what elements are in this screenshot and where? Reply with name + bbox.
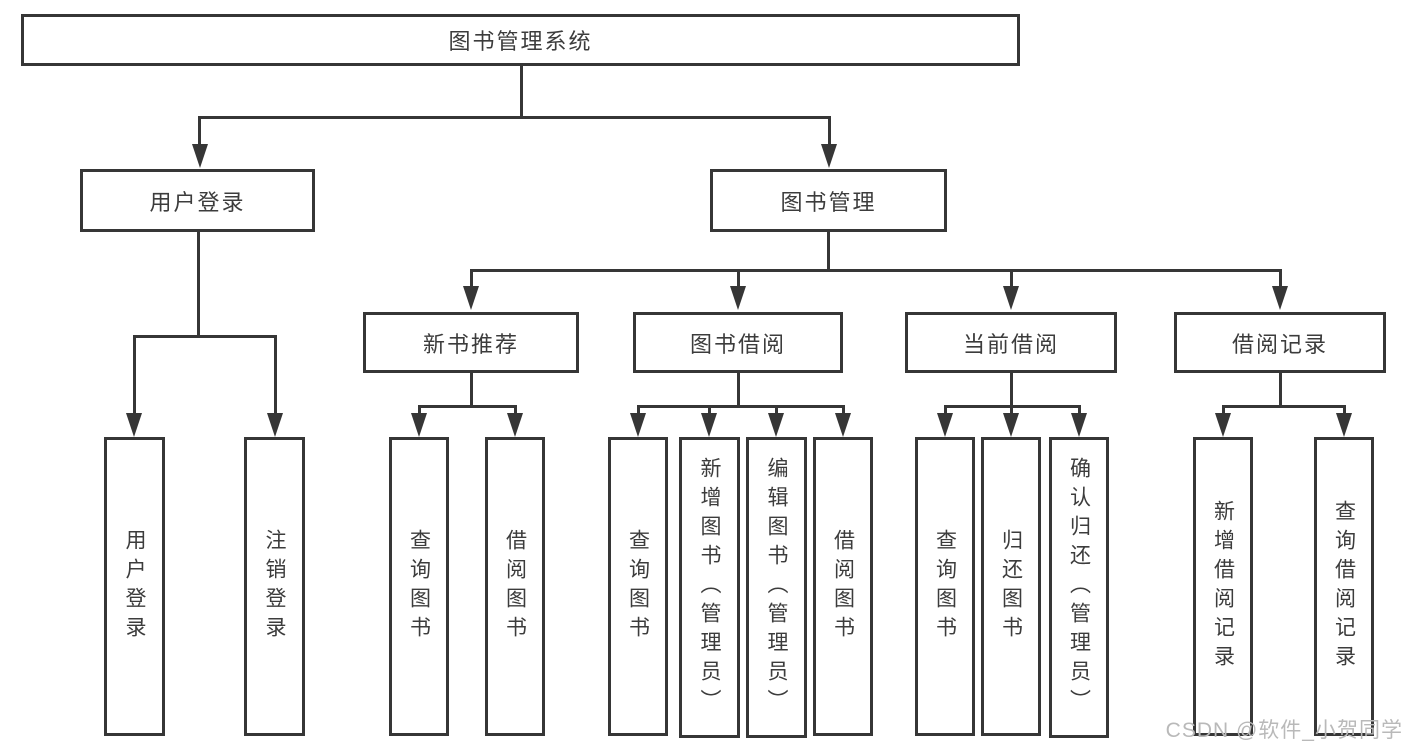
arrow-down-icon bbox=[1336, 413, 1352, 437]
connector-line bbox=[827, 230, 830, 271]
csdn-watermark: CSDN @软件_小贺同学 bbox=[1165, 719, 1403, 742]
arrow-down-icon bbox=[126, 413, 142, 437]
node-book-management-label: 图书管理 bbox=[780, 189, 877, 215]
connector-line bbox=[418, 405, 421, 417]
leaf-bb-edit-books-admin: 编辑图书（管理员） bbox=[746, 437, 807, 738]
node-user-login-label: 用户登录 bbox=[149, 189, 246, 215]
leaf-bb-borrow-books-label: 借阅图书 bbox=[831, 528, 855, 645]
arrow-down-icon bbox=[411, 413, 427, 437]
node-book-management: 图书管理 bbox=[710, 169, 947, 232]
connector-line bbox=[637, 405, 845, 408]
connector-line bbox=[1222, 405, 1225, 417]
leaf-cb-query-books-label: 查询图书 bbox=[933, 528, 957, 645]
node-root-label: 图书管理系统 bbox=[448, 29, 593, 54]
connector-line bbox=[198, 116, 831, 119]
arrow-down-icon bbox=[821, 144, 837, 168]
leaf-user-login: 用户登录 bbox=[104, 437, 165, 736]
leaf-logout: 注销登录 bbox=[244, 437, 305, 736]
leaf-bb-add-books-admin-label: 新增图书（管理员） bbox=[698, 457, 721, 718]
leaf-br-add-record: 新增借阅记录 bbox=[1193, 437, 1253, 736]
leaf-cb-return-books-label: 归还图书 bbox=[999, 528, 1023, 645]
connector-line bbox=[197, 230, 200, 337]
connector-line bbox=[737, 371, 740, 408]
connector-line bbox=[737, 269, 740, 288]
leaf-cb-query-books: 查询图书 bbox=[915, 437, 975, 736]
connector-line bbox=[842, 405, 845, 417]
connector-line bbox=[198, 116, 201, 148]
leaf-bb-query-books-label: 查询图书 bbox=[626, 528, 650, 645]
connector-line bbox=[274, 335, 277, 415]
leaf-cb-confirm-return-admin-label: 确认归还（管理员） bbox=[1067, 457, 1091, 718]
arrow-down-icon bbox=[192, 144, 208, 168]
arrow-down-icon bbox=[463, 286, 479, 310]
leaf-bb-edit-books-admin-label: 编辑图书（管理员） bbox=[765, 457, 788, 718]
arrow-down-icon bbox=[1003, 413, 1019, 437]
node-current-borrowing: 当前借阅 bbox=[905, 312, 1117, 373]
arrow-down-icon bbox=[1215, 413, 1231, 437]
leaf-nb-query-books-label: 查询图书 bbox=[407, 528, 431, 645]
node-borrowing-records: 借阅记录 bbox=[1174, 312, 1386, 373]
arrow-down-icon bbox=[1003, 286, 1019, 310]
leaf-bb-add-books-admin: 新增图书（管理员） bbox=[679, 437, 740, 738]
arrow-down-icon bbox=[730, 286, 746, 310]
connector-line bbox=[828, 116, 831, 148]
connector-line bbox=[133, 335, 136, 415]
connector-line bbox=[1010, 371, 1013, 408]
leaf-br-query-record: 查询借阅记录 bbox=[1314, 437, 1374, 736]
node-book-borrowing-label: 图书借阅 bbox=[689, 331, 786, 357]
node-new-book-recommend-label: 新书推荐 bbox=[422, 331, 519, 357]
connector-line bbox=[1010, 269, 1013, 288]
node-root: 图书管理系统 bbox=[21, 14, 1020, 66]
arrow-down-icon bbox=[701, 413, 717, 437]
connector-line bbox=[775, 405, 778, 417]
connector-line bbox=[708, 405, 711, 417]
connector-line bbox=[418, 405, 517, 408]
node-user-login: 用户登录 bbox=[80, 169, 315, 232]
arrow-down-icon bbox=[1272, 286, 1288, 310]
connector-line bbox=[637, 405, 640, 417]
leaf-user-login-label: 用户登录 bbox=[123, 528, 146, 645]
connector-line bbox=[1222, 405, 1346, 408]
leaf-cb-return-books: 归还图书 bbox=[981, 437, 1041, 736]
arrow-down-icon bbox=[937, 413, 953, 437]
leaf-nb-query-books: 查询图书 bbox=[389, 437, 449, 736]
connector-line bbox=[470, 269, 473, 288]
leaf-br-add-record-label: 新增借阅记录 bbox=[1211, 499, 1235, 674]
connector-line bbox=[520, 64, 523, 118]
connector-line bbox=[514, 405, 517, 417]
connector-line bbox=[1279, 269, 1282, 288]
leaf-br-query-record-label: 查询借阅记录 bbox=[1332, 499, 1356, 674]
leaf-bb-query-books: 查询图书 bbox=[608, 437, 668, 736]
connector-line bbox=[944, 405, 947, 417]
connector-line bbox=[470, 371, 473, 408]
arrow-down-icon bbox=[835, 413, 851, 437]
arrow-down-icon bbox=[267, 413, 283, 437]
leaf-bb-borrow-books: 借阅图书 bbox=[813, 437, 873, 736]
leaf-nb-borrow-books: 借阅图书 bbox=[485, 437, 545, 736]
connector-line bbox=[470, 269, 1282, 272]
arrow-down-icon bbox=[768, 413, 784, 437]
connector-line bbox=[133, 335, 277, 338]
arrow-down-icon bbox=[1071, 413, 1087, 437]
connector-line bbox=[1279, 371, 1282, 408]
node-current-borrowing-label: 当前借阅 bbox=[962, 331, 1059, 357]
connector-line bbox=[1343, 405, 1346, 417]
connector-line bbox=[1078, 405, 1081, 417]
node-new-book-recommend: 新书推荐 bbox=[363, 312, 579, 373]
connector-line bbox=[1010, 405, 1013, 417]
node-borrowing-records-label: 借阅记录 bbox=[1231, 331, 1328, 357]
leaf-nb-borrow-books-label: 借阅图书 bbox=[503, 528, 527, 645]
arrow-down-icon bbox=[630, 413, 646, 437]
arrow-down-icon bbox=[507, 413, 523, 437]
node-book-borrowing: 图书借阅 bbox=[633, 312, 843, 373]
leaf-cb-confirm-return-admin: 确认归还（管理员） bbox=[1049, 437, 1109, 738]
leaf-logout-label: 注销登录 bbox=[263, 528, 286, 645]
